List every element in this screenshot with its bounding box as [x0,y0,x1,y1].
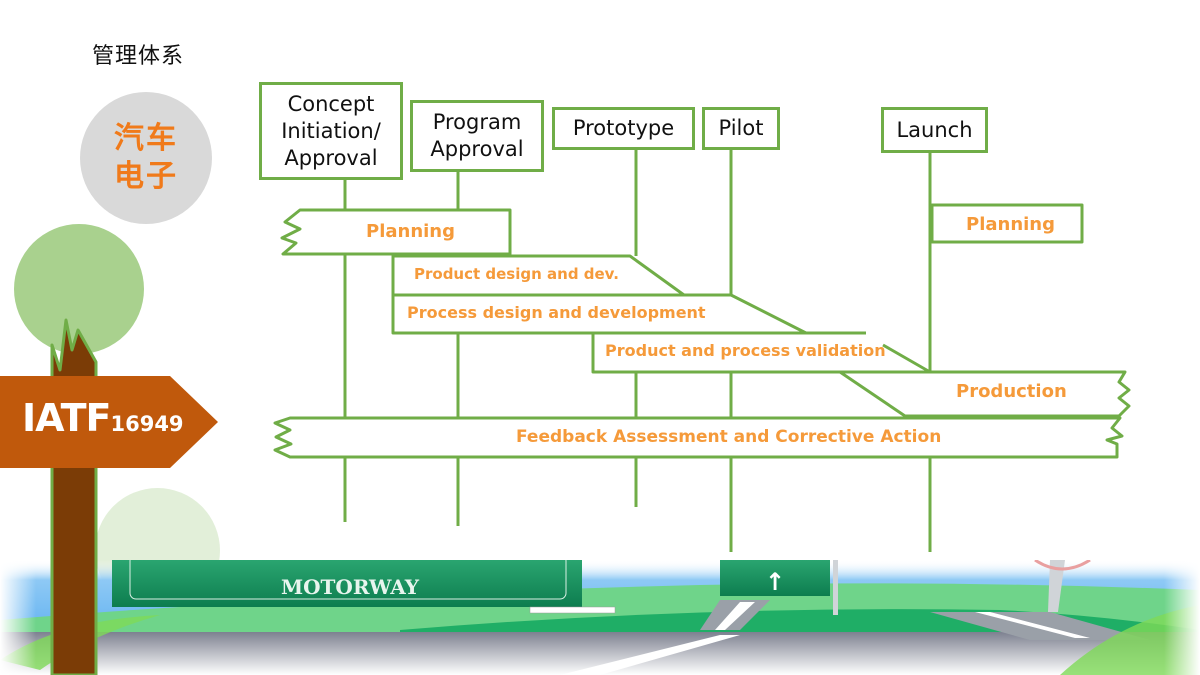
feedback-bar [273,416,1124,459]
planning-bar-1 [280,208,512,256]
milestone-line: Approval [284,145,378,170]
phase-label-feedback: Feedback Assessment and Corrective Actio… [516,427,942,447]
phase-label-product-design: Product design and dev. [414,265,619,283]
milestone-line: Concept [287,91,375,116]
milestone-line: Launch [896,117,973,142]
badge-line-2: 电子 [114,159,178,194]
milestone-line: Initiation/ [281,118,381,143]
phase-label-planning-1: Planning [366,221,456,242]
milestone-program-approval: Program Approval [410,100,544,172]
road-scene-illustration: MOTORWAY ↑ [0,560,1200,675]
phase-label-planning-2: Planning [966,214,1056,235]
milestone-pilot: Pilot [702,107,780,150]
milestone-concept-approval: Concept Initiation/ Approval [259,82,403,180]
slide-title: 管理体系 [92,44,185,69]
phase-label-production: Production [956,381,1067,402]
milestone-launch: Launch [881,107,988,153]
milestone-line: Program [432,110,522,134]
milestone-line: Pilot [718,116,764,140]
iatf-main-text: IATF [22,396,111,440]
badge-line-1: 汽车 [114,121,178,156]
milestone-prototype: Prototype [552,107,695,150]
milestone-line: Prototype [572,116,675,140]
iatf-number-text: 16949 [110,412,184,436]
production-bar [838,370,1131,418]
signpost-arrow-shape [0,376,218,468]
iatf-signpost [0,376,218,468]
milestone-line: Approval [430,137,524,161]
validation-bar [591,331,932,374]
phase-label-validation: Product and process validation [605,341,886,360]
planning-bar-2 [930,203,1084,244]
phase-label-process-design: Process design and development [407,303,706,322]
category-badge: 汽车 电子 [80,92,212,224]
iatf-label: IATF16949 [22,396,184,440]
